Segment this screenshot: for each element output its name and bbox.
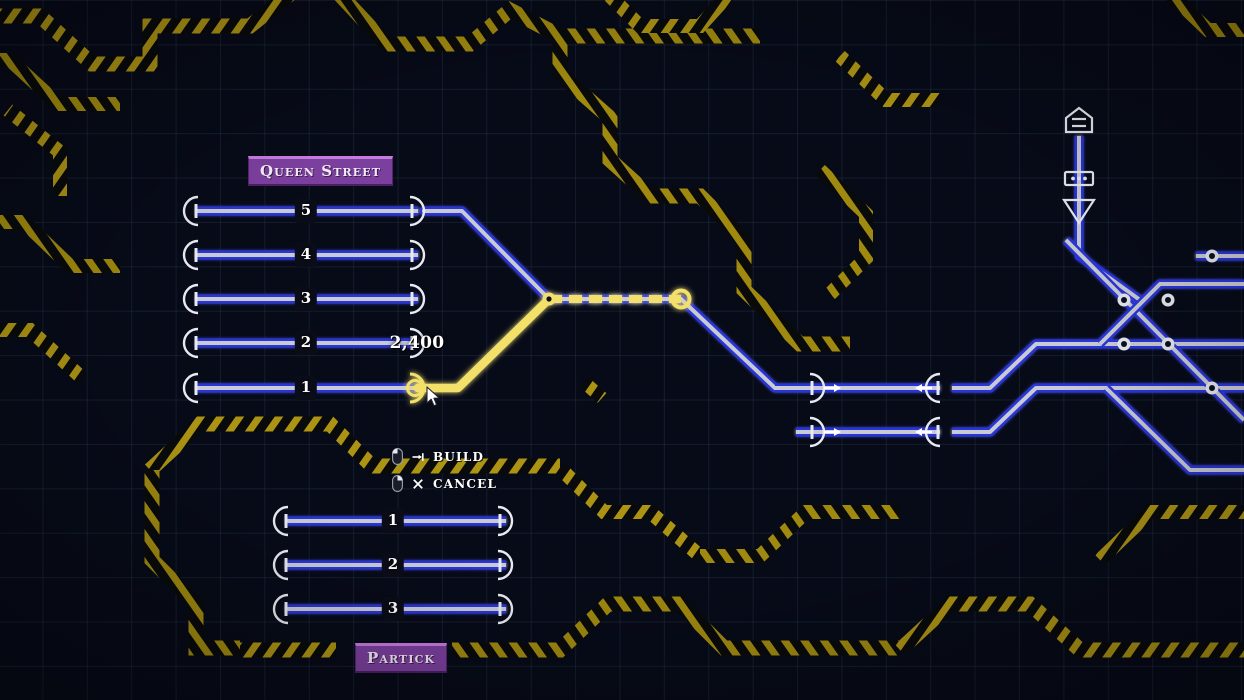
mouse-left-click-icon [392, 448, 403, 465]
mouse-cursor [426, 386, 440, 407]
crossing-diagonal-up-2 [1102, 384, 1244, 475]
signal-arrow-right-1 [824, 384, 841, 392]
mouse-right-click-icon [392, 475, 403, 492]
build-origin-endcap [406, 372, 426, 404]
signal-arrows[interactable] [824, 383, 932, 436]
platform-number-qs-5[interactable]: 5 [294, 199, 318, 223]
endcap-qs-right-4 [409, 239, 426, 271]
endcap-qs-right-2 [409, 327, 426, 359]
endcap-signal-3 [809, 416, 826, 448]
station-plaque-partick[interactable]: Partick [355, 643, 448, 673]
control-prompt-build-label: Build [433, 449, 485, 464]
crossing-diagonal-up [1096, 279, 1244, 348]
three-dot-signal-icon [1063, 170, 1095, 187]
crossing-diagonal-down [1062, 236, 1244, 424]
depot-markers[interactable] [1061, 106, 1097, 226]
endcap-partick-right-2 [497, 549, 514, 581]
endcap-signal-1 [809, 372, 826, 404]
endcap-partick-left-2 [272, 549, 289, 581]
endcap-partick-right-3 [497, 593, 514, 625]
endcap-partick-right-1 [497, 505, 514, 537]
platform-number-qs-1[interactable]: 1 [294, 376, 318, 400]
control-prompt-build[interactable]: Build [392, 447, 497, 466]
hazard-boundaries [0, 0, 1244, 658]
endcap-qs-left-5 [182, 195, 199, 227]
yield-triangle-icon [1061, 198, 1097, 226]
platform-number-partick-3[interactable]: 3 [381, 597, 405, 621]
signal-arrow-left-1 [915, 384, 932, 392]
platform-number-qs-3[interactable]: 3 [294, 287, 318, 311]
endcap-qs-left-2 [182, 327, 199, 359]
control-prompt-list: Build Cancel [392, 447, 497, 493]
platform-number-partick-2[interactable]: 2 [381, 553, 405, 577]
endcap-qs-left-3 [182, 283, 199, 315]
endcap-qs-right-3 [409, 283, 426, 315]
control-prompt-cancel-label: Cancel [433, 476, 498, 491]
station-plaque-queen-street[interactable]: Queen Street [248, 156, 394, 186]
junction-nodes[interactable] [1117, 249, 1219, 395]
signal-arrow-left-2 [915, 428, 932, 436]
build-arrow-icon [412, 452, 424, 461]
control-prompt-cancel[interactable]: Cancel [392, 474, 497, 493]
depot-terminus-icon [1064, 106, 1094, 134]
endcap-qs-left-1 [182, 372, 199, 404]
endcap-qs-left-4 [182, 239, 199, 271]
endcap-partick-left-1 [272, 505, 289, 537]
platform-number-qs-4[interactable]: 4 [294, 243, 318, 267]
signal-arrow-right-2 [824, 428, 841, 436]
build-node-b [670, 288, 692, 310]
build-cost-label: 2,400 [389, 333, 445, 353]
endcap-qs-right-5 [409, 195, 426, 227]
east-connector-upper [952, 339, 1244, 393]
east-connector-lower [952, 383, 1244, 437]
depot-spur [1074, 136, 1143, 304]
platform-endcaps[interactable] [182, 195, 941, 625]
platform-number-partick-1[interactable]: 1 [381, 509, 405, 533]
cancel-x-icon [413, 478, 423, 489]
platform-number-qs-2[interactable]: 2 [294, 331, 318, 355]
build-preview-track [406, 288, 692, 404]
endcap-partick-left-3 [272, 593, 289, 625]
